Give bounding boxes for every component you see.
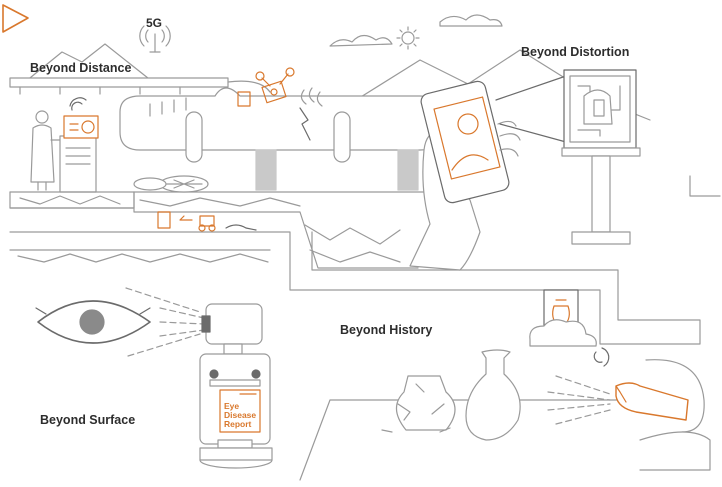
mountain-left <box>19 43 159 87</box>
conveyor-rail <box>9 77 271 95</box>
whole-vase <box>465 349 521 441</box>
cloud-2 <box>439 14 503 27</box>
label-beyond-distortion: Beyond Distortion <box>521 45 630 59</box>
report-line-1: Eye <box>224 401 240 411</box>
label-beyond-surface: Beyond Surface <box>40 413 136 427</box>
report-line-3: Report <box>224 419 252 429</box>
orange-tag <box>237 91 251 107</box>
wifi-icon-2 <box>593 347 610 367</box>
history-frame <box>529 289 597 347</box>
hand-phone <box>409 80 521 271</box>
broken-vase <box>381 375 456 433</box>
eye-icon <box>35 300 151 344</box>
label-5g: 5G <box>146 16 163 30</box>
scan-beams <box>125 287 205 357</box>
wifi-icon <box>69 97 87 111</box>
label-beyond-history: Beyond History <box>340 323 433 337</box>
scanner-robot <box>199 303 273 469</box>
report-card <box>219 389 261 433</box>
underground-tunnel <box>9 231 701 345</box>
5g-tower-icon <box>139 25 171 53</box>
control-panel <box>59 115 99 193</box>
label-beyond-distance: Beyond Distance <box>30 61 132 75</box>
play-triangle-icon <box>2 4 29 33</box>
probe-beams <box>547 375 611 425</box>
drone-icon <box>255 67 295 104</box>
cobble-pattern <box>19 195 401 263</box>
worker-figure <box>30 110 65 191</box>
cloud-1 <box>329 34 393 47</box>
inspection-robot <box>157 211 216 232</box>
pipeline <box>119 87 439 191</box>
ultrasound-probe-icon <box>615 359 705 433</box>
sun-icon <box>396 26 420 50</box>
report-line-2: Disease <box>224 410 257 420</box>
distorted-frame <box>561 69 641 245</box>
